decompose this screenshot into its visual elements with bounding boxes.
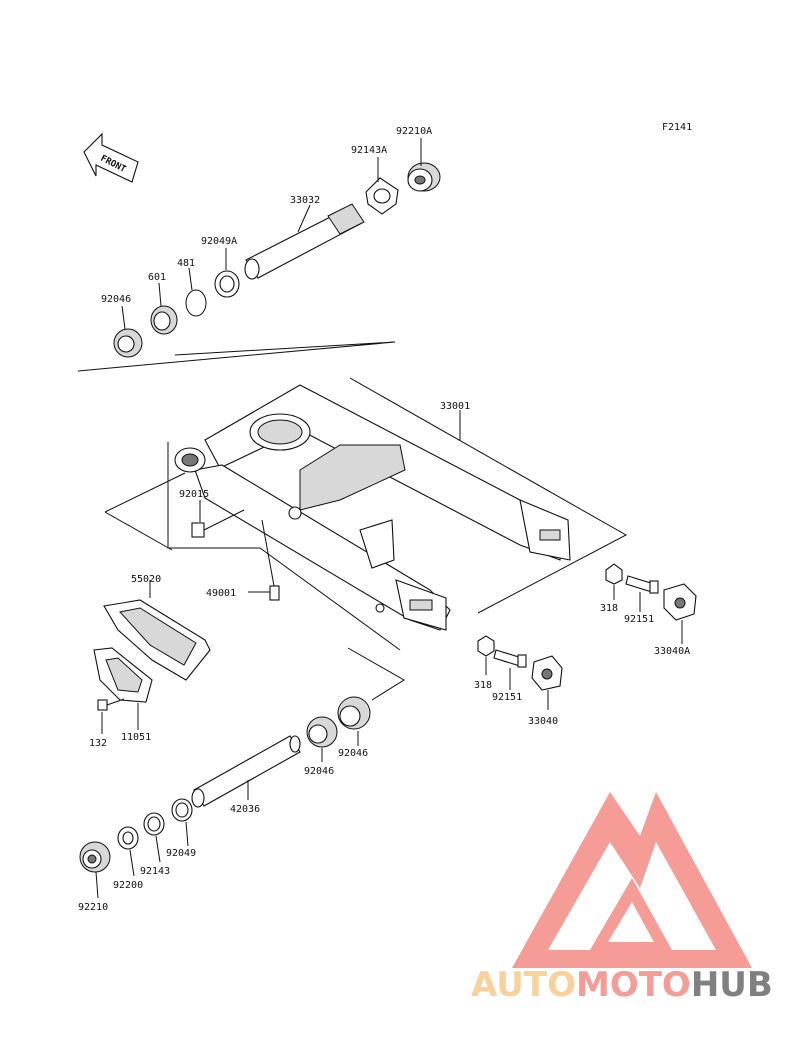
part-318-nut-lower [477,635,495,657]
label-11051: 11051 [121,732,151,743]
watermark-triangle-icon [512,792,752,968]
part-92143A-spacer [365,177,399,215]
label-42036: 42036 [230,804,260,815]
label-318-upper: 318 [600,603,618,614]
part-33040-chain-adjuster [531,655,563,691]
part-92210A-collar [407,162,441,192]
label-318-lower: 318 [474,680,492,691]
part-92015-fitting [191,509,245,538]
part-92200-washer [117,826,139,850]
label-481: 481 [177,258,195,269]
watermark-auto: AUTO [471,965,576,1005]
front-arrow-icon: FRONT [83,132,139,183]
part-92151-bolt-lower [493,649,527,668]
label-92049A: 92049A [201,236,237,247]
label-92210: 92210 [78,902,108,913]
part-92049A-seal [214,270,240,298]
part-481-circlip [185,289,207,317]
watermark-moto: MOTO [576,965,691,1005]
part-33001-swingarm [174,384,571,631]
label-92210A: 92210A [396,126,432,137]
part-92143-spacer [143,812,165,836]
label-132: 132 [89,738,107,749]
part-318-nut-upper [605,563,623,585]
label-92200: 92200 [113,880,143,891]
part-33032-pivot-shaft [244,203,365,280]
label-33040: 33040 [528,716,558,727]
label-92015: 92015 [179,489,209,500]
label-92143: 92143 [140,866,170,877]
label-92046-right: 92046 [338,748,368,759]
part-601-bearing [150,305,178,335]
automotohub-watermark: AUTOMOTOHUB [471,792,773,1005]
part-33040A-chain-adjuster [663,583,697,621]
label-49001: 49001 [206,588,236,599]
label-92151-lower: 92151 [492,692,522,703]
part-49001-grease-fitting [261,519,280,601]
watermark-hub: HUB [691,965,773,1005]
label-33032: 33032 [290,195,320,206]
part-92210-collar [79,841,111,873]
label-33040A: 33040A [654,646,690,657]
part-92046-needle-bearing-right [337,696,371,730]
part-92151-bolt-upper [625,575,659,594]
part-42036-sleeve [191,735,301,808]
part-92046-needle-bearing-upper [113,328,143,358]
label-92143A: 92143A [351,145,387,156]
label-92049: 92049 [166,848,196,859]
part-55020-chain-guide [103,599,211,681]
label-33001: 33001 [440,401,470,412]
part-92046-needle-bearing-left [306,716,338,748]
part-92049-seal [171,798,193,822]
part-11051-bracket [93,647,153,703]
label-92046-left: 92046 [304,766,334,777]
label-92151-upper: 92151 [624,614,654,625]
label-92046-upper: 92046 [101,294,131,305]
diagram-ref-code: F2141 [662,122,692,133]
label-601: 601 [148,272,166,283]
label-55020: 55020 [131,574,161,585]
watermark-wordmark: AUTOMOTOHUB [471,965,773,1005]
part-132-bolt [97,698,125,711]
